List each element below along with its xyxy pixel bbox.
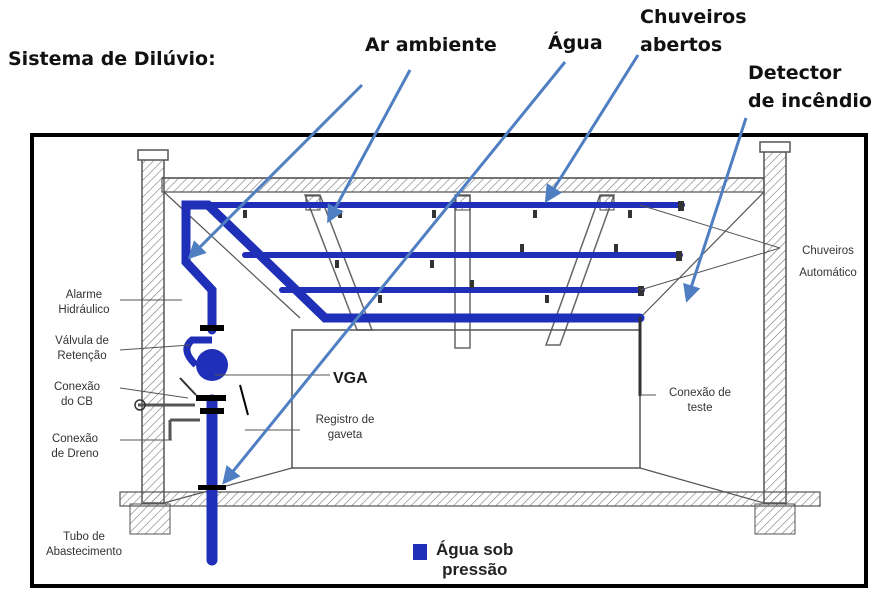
left-wall — [141, 157, 165, 504]
label-tubo-abastecimento: Tubo de Abastecimento — [36, 530, 132, 560]
truss-right — [544, 194, 616, 346]
label-tubo-line2: Abastecimento — [45, 546, 123, 558]
label-registro-line2: gaveta — [327, 429, 363, 441]
legend-swatch — [413, 544, 427, 560]
legend-text: Água sob pressão — [436, 540, 513, 580]
callout-ar-ambiente: Ar ambiente — [365, 34, 497, 56]
label-chuveiros-automaticos: Chuveiros Automático — [788, 240, 868, 284]
label-conexao-dreno: Conexão de Dreno — [40, 432, 110, 462]
label-alarme-line1: Alarme — [65, 289, 103, 301]
label-conexao-dreno-line2: de Dreno — [51, 448, 99, 460]
label-chuveiros-auto-line2: Automático — [799, 267, 857, 279]
legend-line2: pressão — [442, 560, 508, 579]
label-conexao-cb-line1: Conexão — [53, 381, 101, 393]
label-valvula-line2: Retenção — [57, 350, 107, 362]
label-conexao-teste-line2: teste — [687, 402, 713, 414]
truss-center — [454, 194, 471, 349]
callout-agua: Água — [548, 32, 603, 54]
back-wall — [291, 329, 641, 469]
right-wall — [763, 147, 787, 504]
label-conexao-cb: Conexão do CB — [44, 380, 110, 410]
callout-detector-line2: de incêndio — [748, 90, 872, 112]
callout-arrows — [187, 54, 748, 485]
label-registro-gaveta: Registro de gaveta — [300, 413, 390, 443]
right-wall-cap — [759, 141, 791, 153]
callout-detector-line1: Detector — [748, 62, 842, 84]
page-title: Sistema de Dilúvio: — [8, 48, 216, 70]
label-alarme-hidraulico: Alarme Hidráulico — [48, 288, 120, 318]
label-chuveiros-auto-line1: Chuveiros — [802, 245, 854, 257]
floor-slab — [119, 491, 821, 507]
diagram-frame — [30, 133, 868, 588]
label-alarme-line2: Hidráulico — [58, 304, 110, 316]
label-registro-line1: Registro de — [315, 414, 375, 426]
label-vga: VGA — [333, 370, 368, 387]
label-conexao-teste-line1: Conexão de — [668, 387, 732, 399]
pipe-network — [181, 200, 685, 566]
label-tubo-line1: Tubo de — [63, 531, 105, 543]
label-conexao-cb-line2: do CB — [61, 396, 93, 408]
callout-chuveiros-abertos-line2: abertos — [640, 34, 723, 56]
label-valvula-line1: Válvula de — [55, 335, 109, 347]
label-valvula-retencao: Válvula de Retenção — [44, 334, 120, 364]
valve-assembly — [134, 325, 249, 490]
callout-chuveiros-abertos-line1: Chuveiros — [640, 6, 747, 28]
left-wall-cap — [137, 149, 169, 161]
label-conexao-teste: Conexão de teste — [656, 386, 744, 416]
legend-line1: Água sob — [436, 540, 514, 559]
label-conexao-dreno-line1: Conexão — [51, 433, 99, 445]
